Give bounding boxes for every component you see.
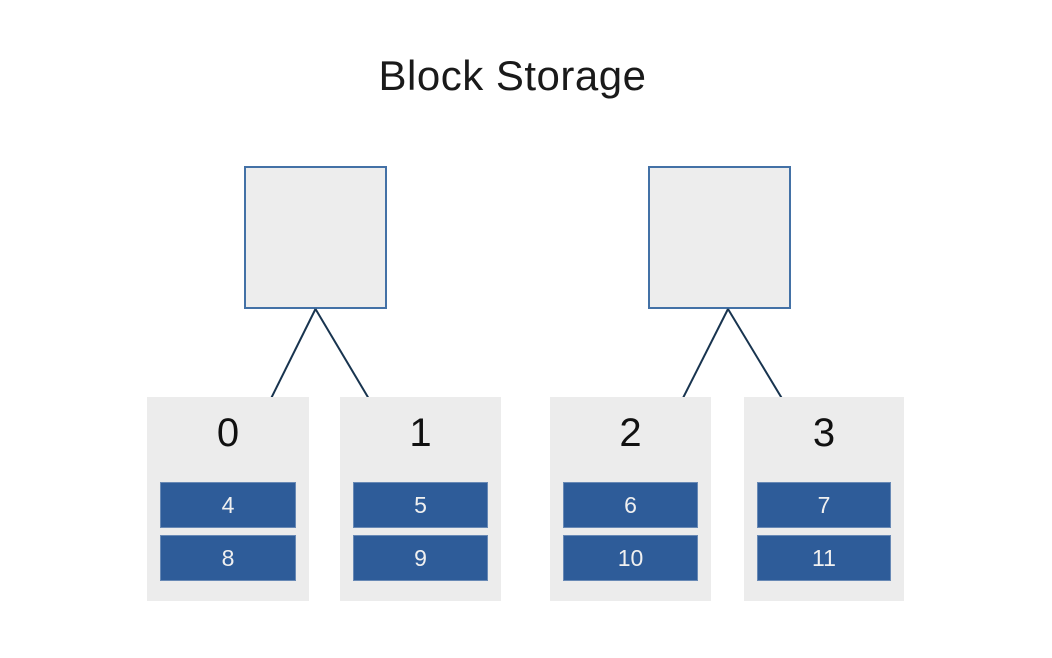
- panel-label: 2: [619, 411, 642, 455]
- storage-block: 9: [353, 535, 488, 581]
- diagram-title: Block Storage: [378, 52, 647, 99]
- storage-block: 8: [160, 535, 296, 581]
- storage-panel-3: 3 7 11: [744, 397, 904, 601]
- storage-block: 7: [757, 482, 891, 528]
- panel-label: 1: [409, 411, 432, 455]
- storage-panel-2: 2 6 10: [550, 397, 711, 601]
- storage-block: 5: [353, 482, 488, 528]
- storage-node-right-square: [648, 166, 791, 309]
- storage-node-left-square: [244, 166, 387, 309]
- panel-label: 3: [812, 411, 836, 455]
- storage-block: 4: [160, 482, 296, 528]
- storage-block: 10: [563, 535, 698, 581]
- storage-panel-1: 1 5 9: [340, 397, 501, 601]
- panel-label: 0: [216, 411, 240, 455]
- storage-block: 6: [563, 482, 698, 528]
- storage-panel-0: 0 4 8: [147, 397, 309, 601]
- storage-block: 11: [757, 535, 891, 581]
